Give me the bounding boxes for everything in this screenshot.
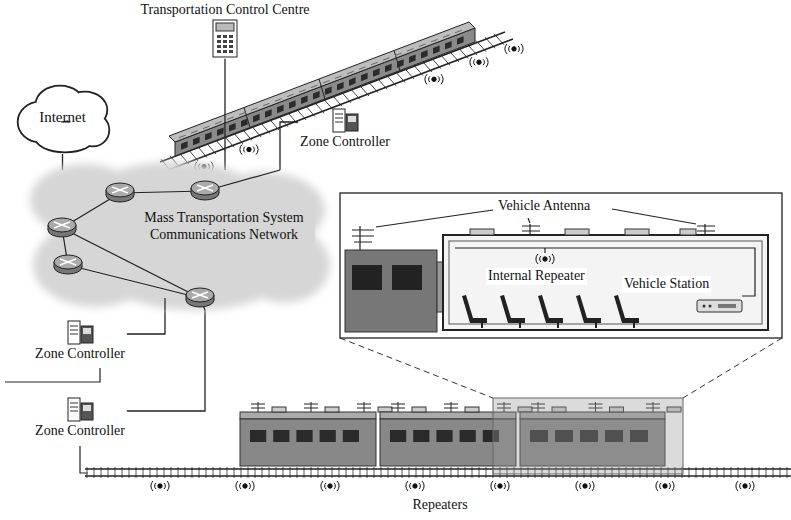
network-link — [280, 122, 298, 170]
part-label: Internal Repeater — [486, 268, 587, 285]
node-label: Zone Controller — [35, 346, 125, 363]
network-link — [127, 310, 205, 411]
highlight — [493, 398, 683, 474]
node-label: Zone Controller — [300, 134, 390, 151]
zone-controller: Zone Controller — [33, 318, 127, 363]
network-link — [127, 310, 165, 334]
control-centre: Transportation Control Centre — [138, 2, 311, 59]
track-repeaters — [151, 481, 754, 491]
node-label: Internet — [15, 108, 110, 126]
zone-controller: Zone Controller — [33, 395, 127, 440]
node-label: Mass Transportation System Communication… — [133, 210, 315, 244]
network-link — [224, 59, 225, 170]
computer-icon — [65, 395, 95, 423]
part-label: Vehicle Antenna — [496, 198, 592, 215]
computer-icon — [330, 106, 360, 134]
bottom-track — [85, 467, 791, 478]
network-cloud: Mass Transportation System Communication… — [25, 170, 315, 310]
vehicle-inset — [340, 193, 782, 338]
part-label: Vehicle Station — [622, 276, 711, 293]
node-label: Transportation Control Centre — [140, 2, 309, 19]
zone-controller: Zone Controller — [298, 106, 392, 151]
computer-icon — [65, 318, 95, 346]
part-label: Repeaters — [410, 497, 469, 514]
telephone-icon — [212, 19, 238, 59]
wire — [5, 368, 100, 382]
track-repeaters — [195, 44, 523, 172]
node-label: Zone Controller — [35, 423, 125, 440]
internet-cloud: Internet — [15, 82, 110, 154]
